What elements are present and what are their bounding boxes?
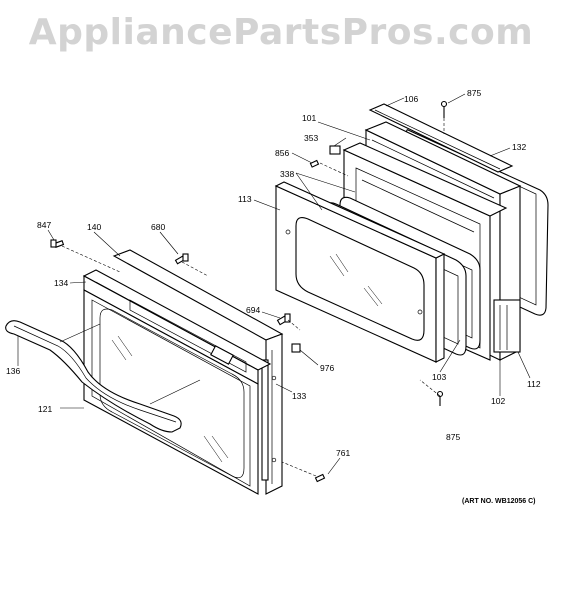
callout-338: 338: [280, 169, 294, 179]
screw-761: [314, 473, 326, 483]
callout-353: 353: [304, 133, 318, 143]
outer-door-body: [112, 249, 284, 495]
callout-102: 102: [491, 396, 505, 406]
callout-labels: 106 875 101 132 353 856 338 113 847 140 …: [6, 88, 541, 505]
assembly-lines: [61, 118, 445, 477]
callout-133: 133: [292, 391, 306, 401]
screw-680: [174, 253, 189, 265]
callout-847: 847: [37, 220, 51, 230]
callout-875-bottom: 875: [446, 432, 460, 442]
callout-121: 121: [38, 404, 52, 414]
clip-976: [291, 343, 301, 353]
screw-694: [276, 313, 291, 326]
door-inner-frame: [274, 181, 446, 363]
callout-106: 106: [404, 94, 418, 104]
screw-847: [50, 239, 65, 248]
watermark: AppliancePartsPros.com: [28, 12, 534, 53]
screw-856: [309, 159, 320, 168]
callout-113: 113: [238, 194, 252, 204]
callout-761: 761: [336, 448, 350, 458]
art-number: (ART NO. WB12056 C): [462, 498, 536, 505]
callout-103: 103: [432, 372, 446, 382]
screw-875-bottom: [436, 390, 444, 406]
callout-136: 136: [6, 366, 20, 376]
callout-140: 140: [87, 222, 101, 232]
door-control-trim: [82, 269, 272, 385]
callout-976: 976: [320, 363, 334, 373]
leader-lines: [17, 93, 531, 475]
callout-875-top: 875: [467, 88, 481, 98]
outer-door-glass: [83, 289, 259, 495]
door-top-trim: [368, 103, 514, 173]
callout-856: 856: [275, 148, 289, 158]
callout-694: 694: [246, 305, 260, 315]
hinge-353: [329, 145, 341, 155]
callout-132: 132: [512, 142, 526, 152]
callout-680: 680: [151, 222, 165, 232]
screw-875-top: [440, 100, 448, 118]
door-handle: [5, 320, 201, 433]
callout-112: 112: [527, 379, 541, 389]
callout-134: 134: [54, 278, 68, 288]
callout-101: 101: [302, 113, 316, 123]
